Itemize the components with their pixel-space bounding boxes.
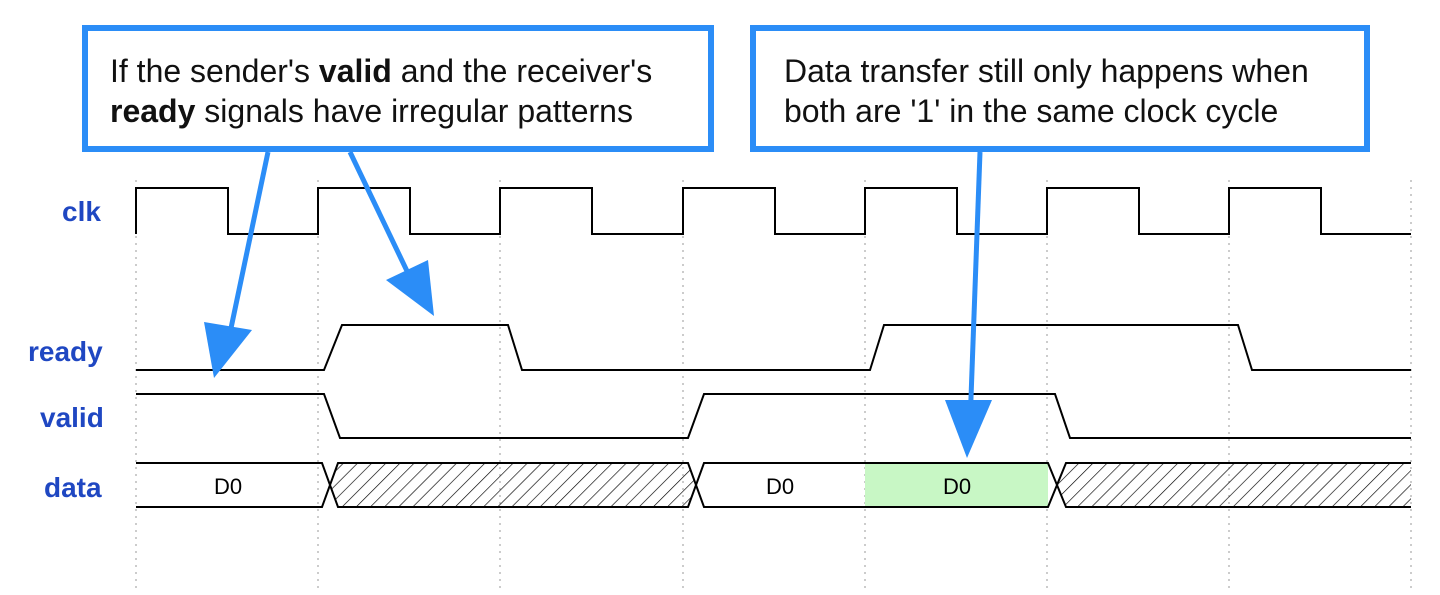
signal-label-ready: ready — [28, 336, 103, 367]
arrow-to-valid — [223, 151, 271, 353]
signal-label-clk: clk — [62, 196, 101, 227]
signal-label-valid: valid — [40, 402, 104, 433]
ready-waveform — [136, 324, 1411, 371]
data-segment-transfer-fill — [865, 463, 1048, 507]
arrow-head-transfer — [945, 400, 992, 458]
callout-left-line2: ready signals have irregular patterns — [110, 93, 633, 129]
data-segment-label: D0 — [214, 474, 242, 499]
callout-right-line1: Data transfer still only happens when — [784, 53, 1309, 89]
callout-transfer-rule: Data transfer still only happens when bo… — [750, 25, 1370, 152]
clock-edge-gridlines — [135, 180, 1412, 590]
clk-waveform — [135, 187, 1411, 235]
data-bus: D0 D0 D0 — [136, 462, 1411, 508]
data-segment-invalid-1 — [330, 463, 696, 507]
data-segment-invalid-2 — [1058, 463, 1411, 507]
arrow-to-transfer — [967, 151, 983, 426]
data-segment-label: D0 — [766, 474, 794, 499]
data-segment-label: D0 — [943, 474, 971, 499]
arrow-head-valid — [204, 322, 252, 378]
callout-arrows — [204, 150, 992, 458]
callout-irregular-patterns: If the sender's valid and the receiver's… — [82, 25, 714, 152]
data-bus-outline — [136, 462, 1411, 508]
valid-waveform — [136, 393, 1411, 439]
arrow-head-ready — [386, 260, 434, 316]
signal-label-data: data — [44, 472, 102, 503]
callout-left-line1: If the sender's valid and the receiver's — [110, 53, 653, 89]
callout-right-line2: both are '1' in the same clock cycle — [784, 93, 1279, 129]
